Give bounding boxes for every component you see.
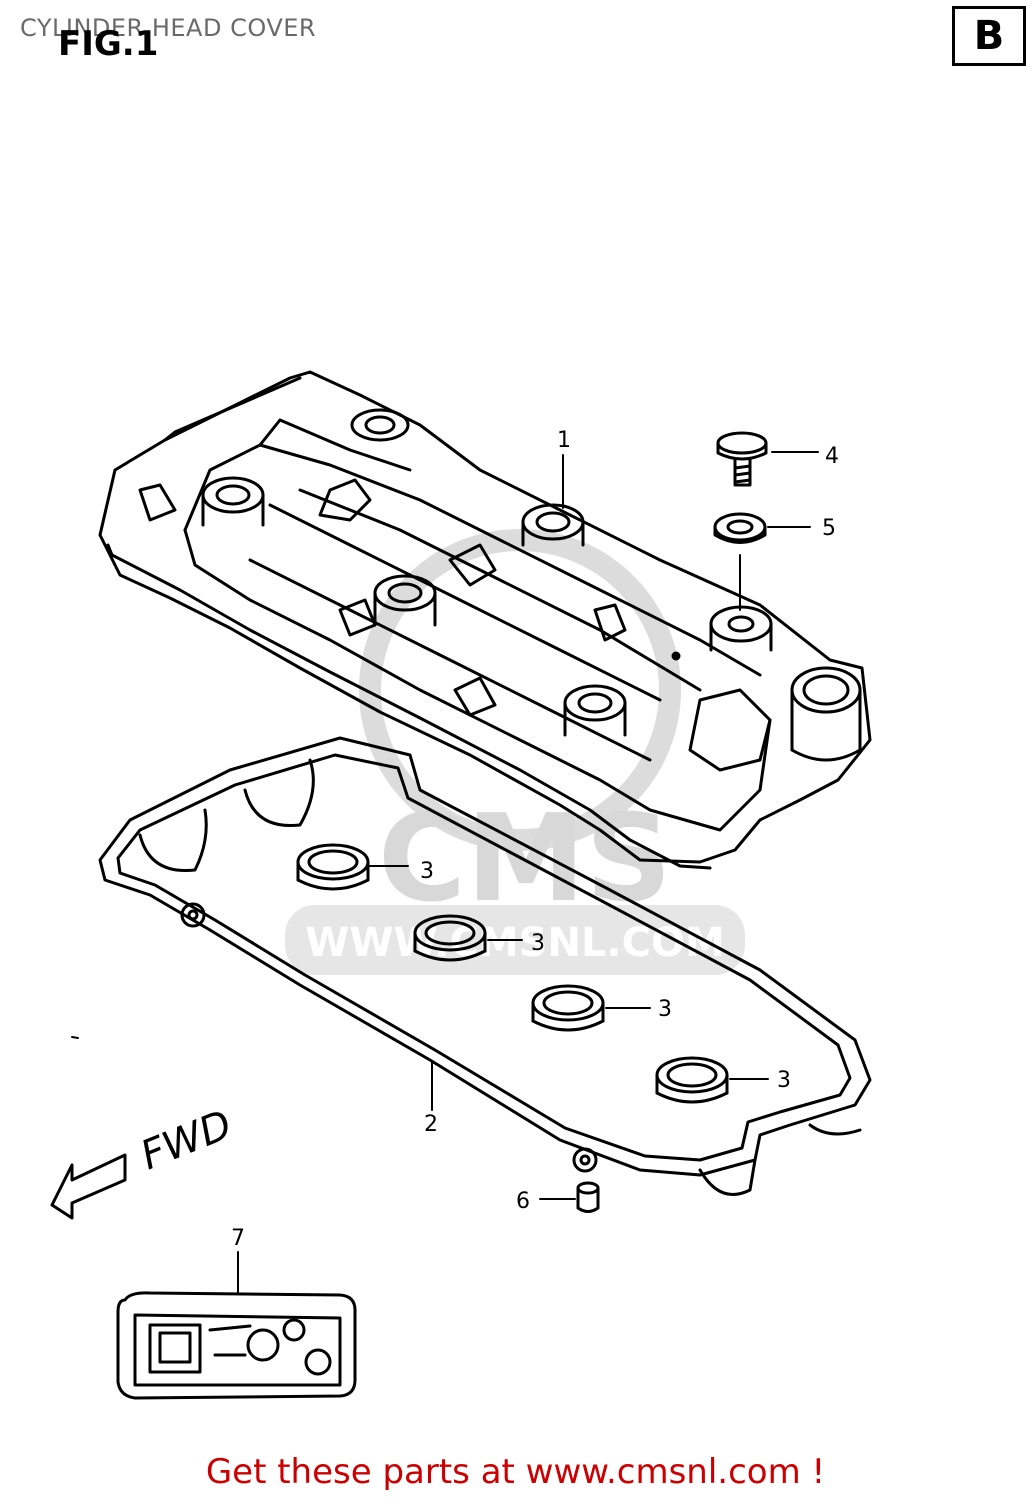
- spark-plug-boss: [201, 476, 265, 527]
- leader-lines: [71, 451, 819, 1293]
- callout-3: 3: [531, 931, 545, 956]
- breather-outlet: [790, 666, 862, 762]
- callout-5: 5: [822, 516, 836, 541]
- cover-washer-part: [713, 512, 767, 544]
- callout-2: 2: [424, 1112, 438, 1137]
- callout-3: 3: [658, 997, 672, 1022]
- cylinder-head-cover-part: [98, 370, 872, 870]
- variant-badge: B: [952, 6, 1026, 66]
- spark-plug-boss: [350, 408, 410, 442]
- plug-hole-seal: [531, 984, 605, 1032]
- spark-plug-boss: [563, 684, 627, 737]
- figure-label: FIG.1: [58, 24, 159, 64]
- callout-labels: 1 2 3 3 3 3 4 5 6 7: [231, 428, 839, 1251]
- plug-hole-seal: [296, 843, 370, 891]
- spark-plug-boss: [521, 503, 585, 547]
- gasket-set-part: [116, 1291, 357, 1400]
- forward-direction-arrow: [50, 1153, 127, 1220]
- callout-4: 4: [825, 444, 839, 469]
- plug-hole-seal: [413, 914, 487, 962]
- callout-3: 3: [420, 859, 434, 884]
- page-title: CYLINDER HEAD COVER: [20, 14, 317, 42]
- dowel-pin-part: [576, 1181, 600, 1213]
- forward-label: FWD: [135, 1102, 239, 1180]
- callout-6: 6: [516, 1189, 530, 1214]
- cover-gasket-part: [98, 736, 872, 1196]
- spark-plug-boss: [373, 574, 437, 627]
- callout-1: 1: [557, 428, 571, 453]
- callout-7: 7: [231, 1226, 245, 1251]
- plug-hole-seal: [655, 1056, 729, 1104]
- cover-bolt-part: [716, 431, 768, 487]
- shop-link[interactable]: Get these parts at www.cmsnl.com !: [205, 1452, 826, 1492]
- callout-3: 3: [777, 1068, 791, 1093]
- watermark-url-text: WWW.CMSNL.COM: [305, 920, 725, 966]
- mounting-boss: [709, 605, 773, 652]
